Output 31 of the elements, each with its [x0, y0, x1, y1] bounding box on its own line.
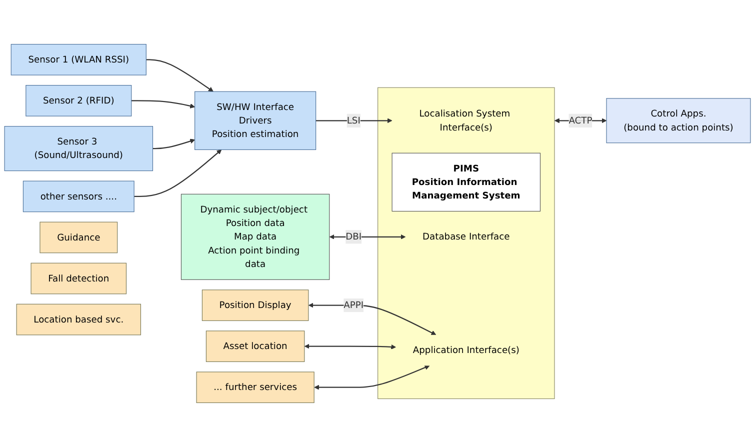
- node-box: Asset location: [206, 330, 305, 362]
- node-box: Guidance: [40, 222, 118, 254]
- node-box: Dynamic subject/object Position data Map data Action point binding data: [180, 194, 330, 280]
- node-box: Position Display: [202, 290, 309, 321]
- node-text: Database Interface: [422, 231, 510, 242]
- arrow: [146, 59, 214, 92]
- arrow: [314, 365, 430, 390]
- node-text: Localisation System Interface(s): [419, 108, 510, 133]
- node-box: Sensor 1 (WLAN RSSI): [10, 44, 146, 76]
- node-box: ... further services: [196, 372, 314, 404]
- edge-label: APPI: [344, 300, 364, 310]
- node-box: SW/HW Interface Drivers Position estimation: [194, 91, 316, 150]
- cluster: [378, 87, 555, 400]
- arrow: [304, 344, 396, 350]
- arrow: [152, 138, 196, 150]
- node-box: other sensors ....: [22, 180, 134, 212]
- node-box: Sensor 2 (RFID): [26, 85, 132, 116]
- edge-label: LSI: [346, 114, 360, 126]
- edge-label: DBI: [346, 231, 362, 242]
- node-text: Application Interface(s): [412, 344, 520, 356]
- node-box: Cotrol Apps. (bound to action points): [606, 98, 751, 144]
- arrow: [131, 100, 196, 108]
- arrow: [308, 302, 436, 336]
- node-box: Fall detection: [30, 262, 127, 294]
- node-box: PIMS Position Information Management System: [392, 152, 541, 212]
- arrow: [134, 149, 222, 197]
- node-box: Location based svc.: [16, 304, 141, 336]
- node-box: Sensor 3 (Sound/Ultrasound): [4, 126, 154, 172]
- arrow: [316, 118, 392, 124]
- arrow: [329, 234, 406, 240]
- edge-label: ACTP: [568, 114, 592, 126]
